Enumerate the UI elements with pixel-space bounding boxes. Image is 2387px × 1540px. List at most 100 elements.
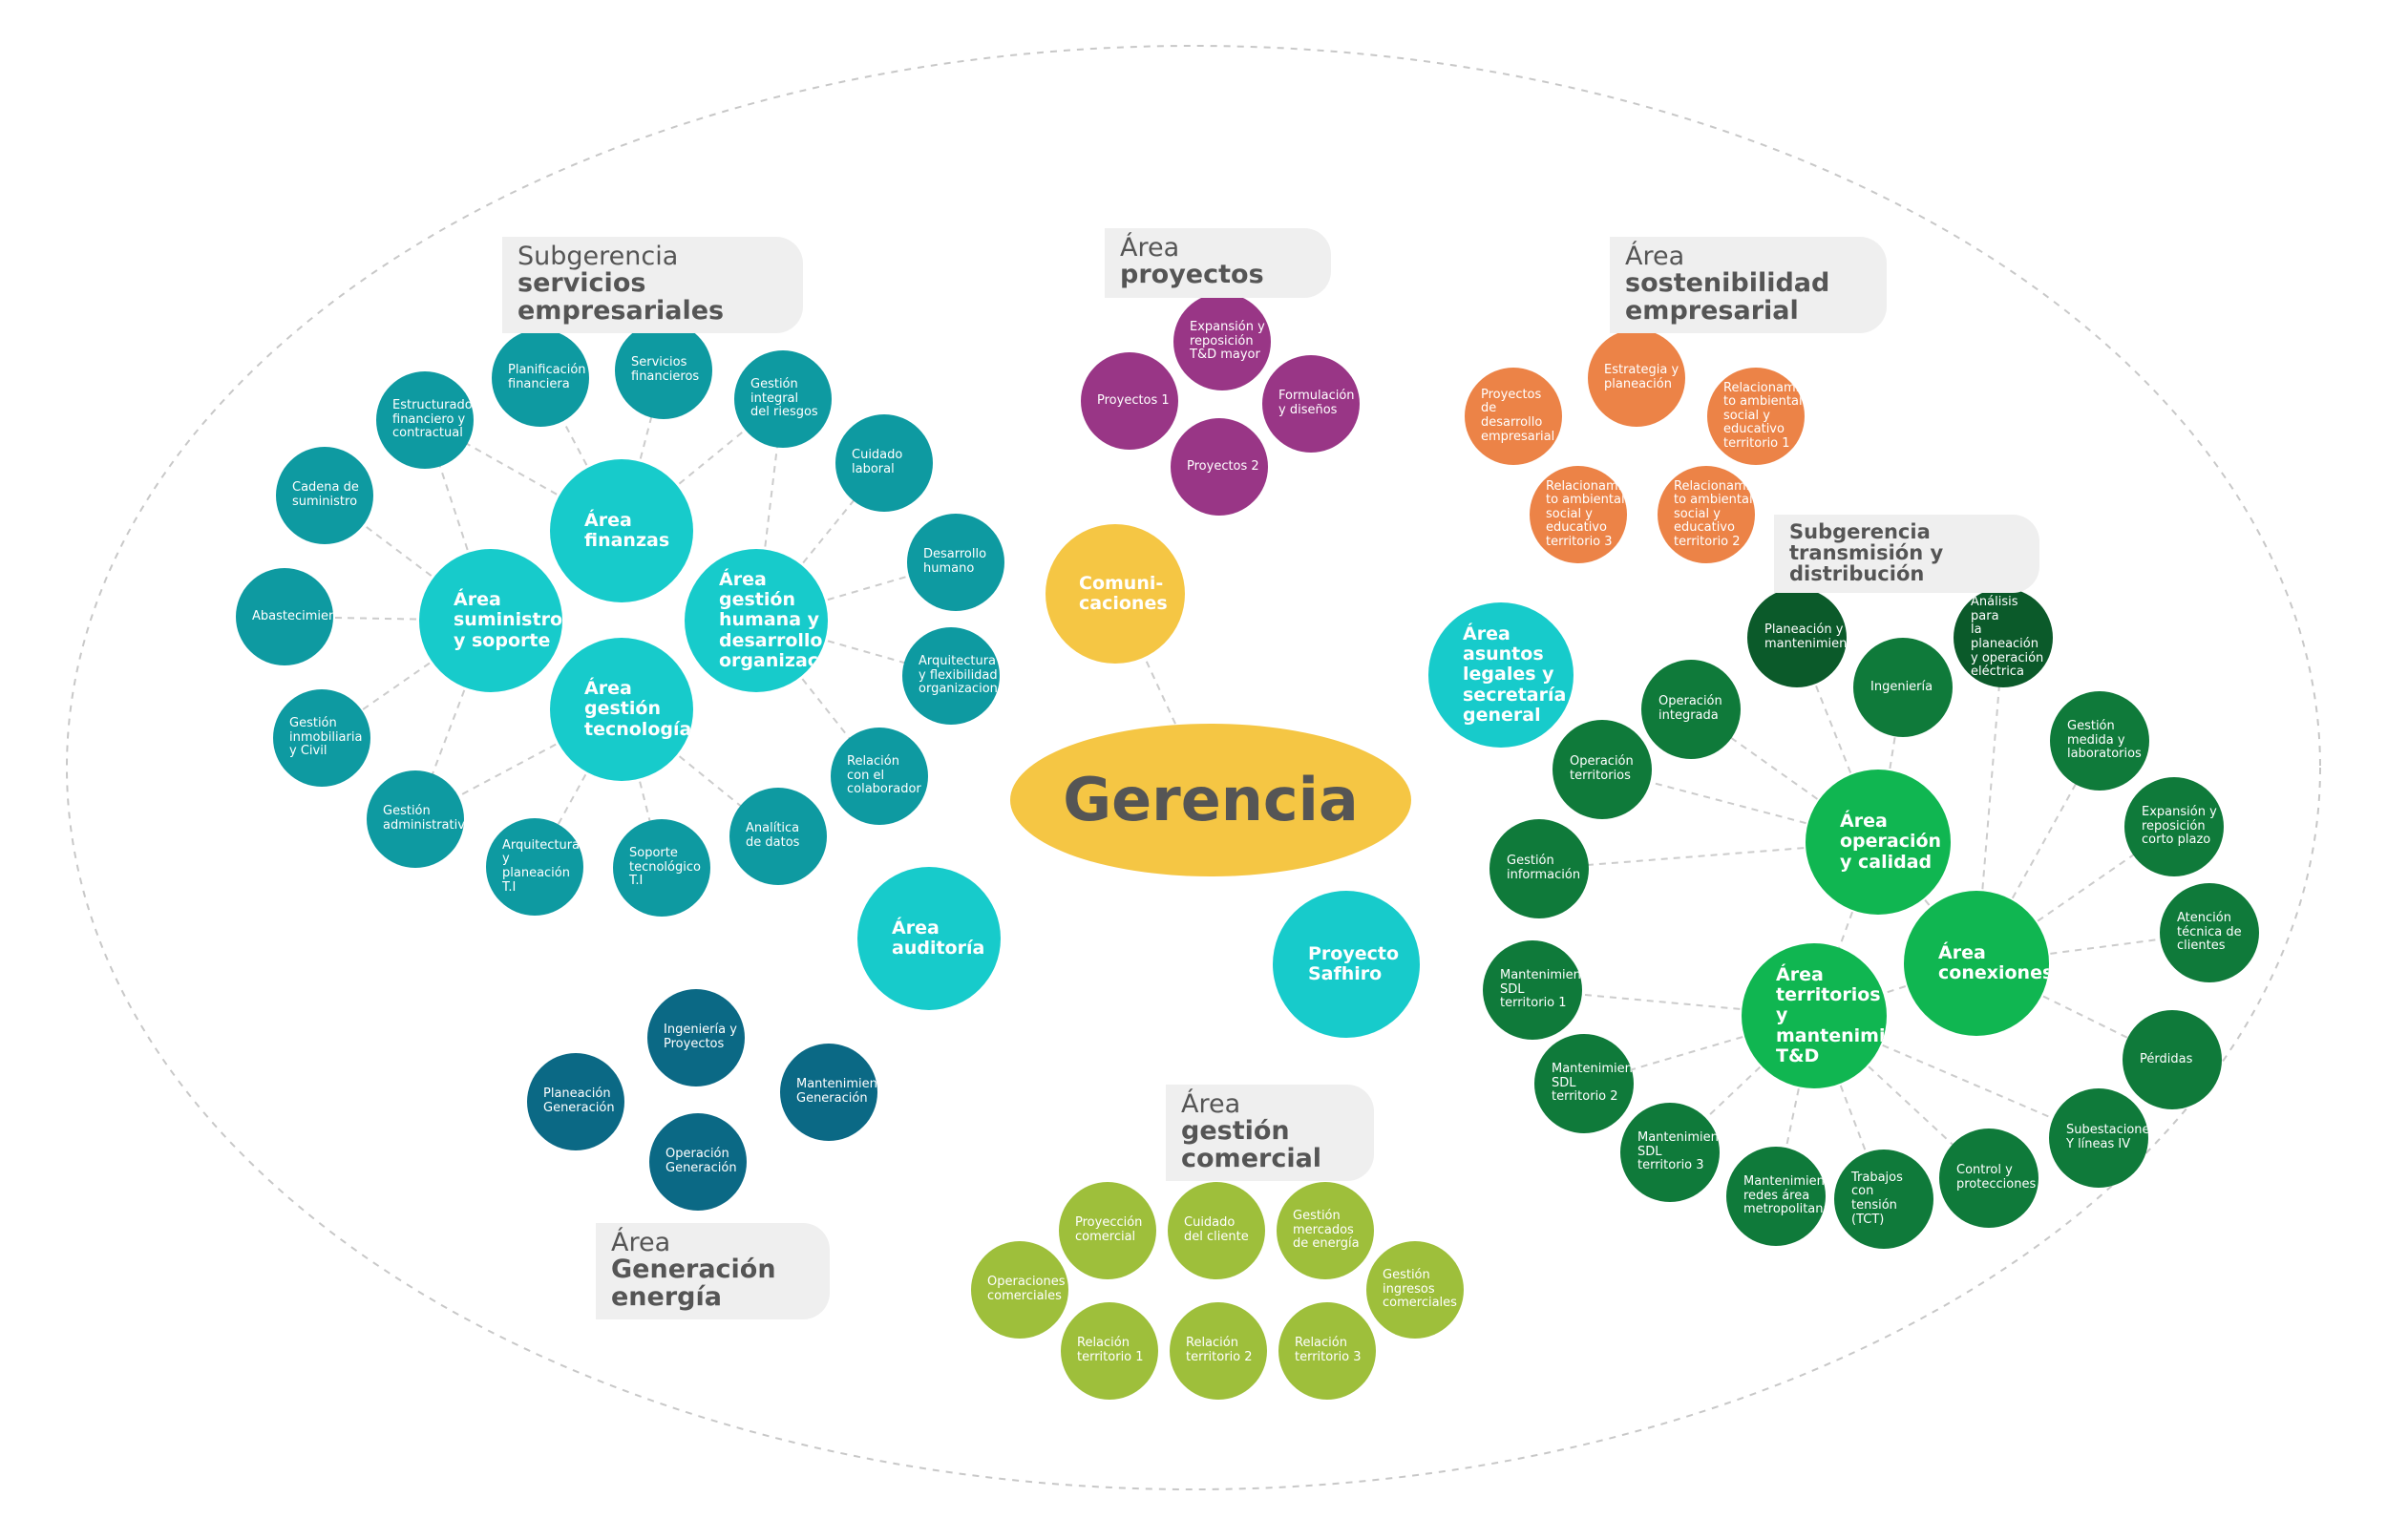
node-expansion-td: Expansión y reposición T&D mayor (1173, 293, 1271, 390)
node-conexiones: Área conexiones (1904, 891, 2049, 1036)
connector-humana-desarrollo-humano (755, 561, 957, 622)
node-label: Analítica de datos (746, 821, 800, 850)
node-label: Formulación y diseños (1278, 389, 1355, 417)
node-rel-t3: Relacionamien- to ambiental, social y ed… (1530, 466, 1627, 563)
group-label-proyectos: Área proyectos (1105, 228, 1331, 298)
node-analitica: Analítica de datos (729, 788, 827, 885)
node-label: Subestaciones Y líneas IV (2066, 1123, 2148, 1151)
node-label: Área asuntos legales y secretaría genera… (1463, 622, 1567, 726)
node-finanzas: Área finanzas (550, 459, 693, 602)
node-label: Ingeniería y Proyectos (664, 1023, 737, 1051)
node-safhiro: Proyecto Safhiro (1273, 891, 1420, 1038)
node-rel-t2: Relacionamien- to ambiental, social y ed… (1658, 466, 1755, 563)
node-planificacion: Planificación financiera (492, 329, 589, 427)
connector-territorios-mant-sdl1 (1531, 989, 1815, 1017)
node-operaciones-com: Operaciones comerciales (971, 1241, 1068, 1339)
group-label-prefix: Área (1181, 1089, 1241, 1119)
node-administrativa: Gestión administrativa (367, 770, 464, 868)
node-label: Relación territorio 2 (1186, 1336, 1253, 1364)
node-label: Proyectos 1 (1097, 392, 1170, 408)
node-label: Arquitectura y flexibilidad organizacion… (919, 654, 1000, 697)
node-label: Área territorios y mantenimiento T&D (1776, 963, 1887, 1066)
node-label: Relación con el colaborador (847, 754, 921, 797)
node-gestion-informacion: Gestión información (1489, 819, 1589, 918)
node-label: Gestión mercados de energía (1293, 1209, 1360, 1252)
group-label-sostenibilidad: Área sostenibilidad empresarial (1610, 237, 1887, 334)
node-label: Atención técnica de clientes (2177, 911, 2242, 954)
node-label: Área suministro y soporte (454, 589, 562, 651)
group-label-prefix: Subgerencia (518, 242, 679, 271)
node-label: Cuidado del cliente (1184, 1215, 1249, 1244)
group-label-name: Subgerencia transmisión y distribución (1789, 520, 1944, 586)
node-label: Comuni- caciones (1079, 572, 1168, 614)
node-arq-planeacion: Arquitectura y planeación T.I (486, 818, 583, 916)
node-servicios-fin: Servicios financieros (615, 322, 712, 419)
node-label: Proyección comercial (1075, 1215, 1143, 1244)
group-label-comercial: Área gestión comercial (1166, 1085, 1374, 1182)
node-label: Expansión y reposición T&D mayor (1190, 320, 1265, 363)
node-legales: Área asuntos legales y secretaría genera… (1428, 602, 1574, 748)
connector-suministro-cadena (324, 495, 492, 622)
node-label: Mantenimiento SDL territorio 2 (1552, 1062, 1634, 1105)
node-label: Área conexiones (1938, 941, 2049, 983)
node-ingresos: Gestión ingresos comerciales (1366, 1241, 1464, 1339)
node-operacion-calidad: Área operación y calidad (1806, 770, 1951, 915)
node-label: Cadena de suministro (292, 480, 359, 509)
node-label: Operación integrada (1658, 694, 1722, 723)
node-planeacion-mant: Planeación y mantenimiento (1747, 588, 1847, 687)
node-label: Proyectos de desarrollo empresarial (1481, 387, 1555, 444)
node-label: Área gestión humana y desarrollo organiz… (719, 568, 828, 671)
node-operacion-territorios: Operación territorios (1553, 720, 1652, 819)
connector-suministro-abastecimiento (284, 616, 492, 622)
node-planeacion-gen: Planeación Generación (527, 1053, 624, 1150)
node-arq-flex: Arquitectura y flexibilidad organizacion… (902, 627, 1000, 725)
node-comunicaciones: Comuni- caciones (1046, 524, 1185, 664)
node-perdidas: Pérdidas (2123, 1010, 2222, 1109)
node-label: Control y protecciones (1956, 1163, 2037, 1192)
node-label: Gestión administrativa (383, 804, 464, 833)
node-label: Área auditoría (892, 917, 985, 959)
node-label: Gestión inmobiliaria y Civil (289, 716, 363, 759)
node-label: Gestión medida y laboratorios (2067, 719, 2142, 762)
node-label: Arquitectura y planeación T.I (502, 837, 581, 895)
node-label: Gerencia (1063, 765, 1359, 835)
node-formulacion: Formulación y diseños (1262, 355, 1360, 453)
node-rel-com2: Relación territorio 2 (1170, 1302, 1267, 1400)
node-inmobiliaria: Gestión inmobiliaria y Civil (273, 689, 370, 787)
node-label: Estructurador financiero y contractual (392, 398, 474, 441)
group-label-servicios: Subgerencia servicios empresariales (502, 237, 803, 334)
node-gerencia: Gerencia (1010, 724, 1411, 876)
group-label-name: servicios empresariales (518, 268, 725, 326)
node-relacion-colab: Relación con el colaborador (831, 728, 928, 825)
node-proyectos2: Proyectos 2 (1171, 418, 1268, 516)
node-label: Relacionamien- to ambiental, social y ed… (1723, 380, 1805, 451)
node-riesgos: Gestión integral del riesgos (734, 350, 832, 448)
node-mercados: Gestión mercados de energía (1277, 1182, 1374, 1279)
connector-humana-arq-flex (755, 620, 952, 677)
connector-finanzas-riesgos (621, 398, 784, 532)
node-label: Expansión y reposición corto plazo (2142, 805, 2217, 848)
node-label: Área gestión tecnología (584, 678, 692, 740)
node-label: Operaciones comerciales (987, 1275, 1066, 1303)
node-label: Proyectos 2 (1187, 458, 1259, 474)
node-label: Operación territorios (1570, 754, 1634, 783)
node-label: Área operación y calidad (1840, 811, 1942, 873)
connector-suministro-inmobiliaria (321, 620, 492, 739)
node-label: Gestión ingresos comerciales (1383, 1268, 1457, 1311)
node-subestaciones: Subestaciones Y líneas IV (2049, 1088, 2148, 1188)
node-label: Proyecto Safhiro (1308, 942, 1400, 984)
node-tecnologia: Área gestión tecnología (550, 638, 693, 781)
node-cuidado-cliente: Cuidado del cliente (1168, 1182, 1265, 1279)
node-tct: Trabajos con tensión (TCT) (1834, 1150, 1933, 1249)
node-expansion-corto: Expansión y reposición corto plazo (2124, 777, 2224, 876)
node-abastecimiento: Abastecimiento (236, 568, 333, 665)
node-mant-redes: Mantenimiento redes área metropolitana (1726, 1147, 1826, 1246)
node-label: Mantenimiento Generación (796, 1077, 877, 1106)
node-label: Planificación financiera (508, 363, 586, 391)
node-analisis: Análisis para la planeación y operación … (1954, 588, 2053, 687)
node-label: Pérdidas (2140, 1051, 2193, 1066)
node-soporte-ti: Soporte tecnológico T.I (613, 819, 710, 917)
node-label: Soporte tecnológico T.I (629, 846, 701, 889)
group-label-prefix: Área (1625, 242, 1685, 271)
node-estrategia: Estrategia y planeación (1588, 329, 1685, 427)
